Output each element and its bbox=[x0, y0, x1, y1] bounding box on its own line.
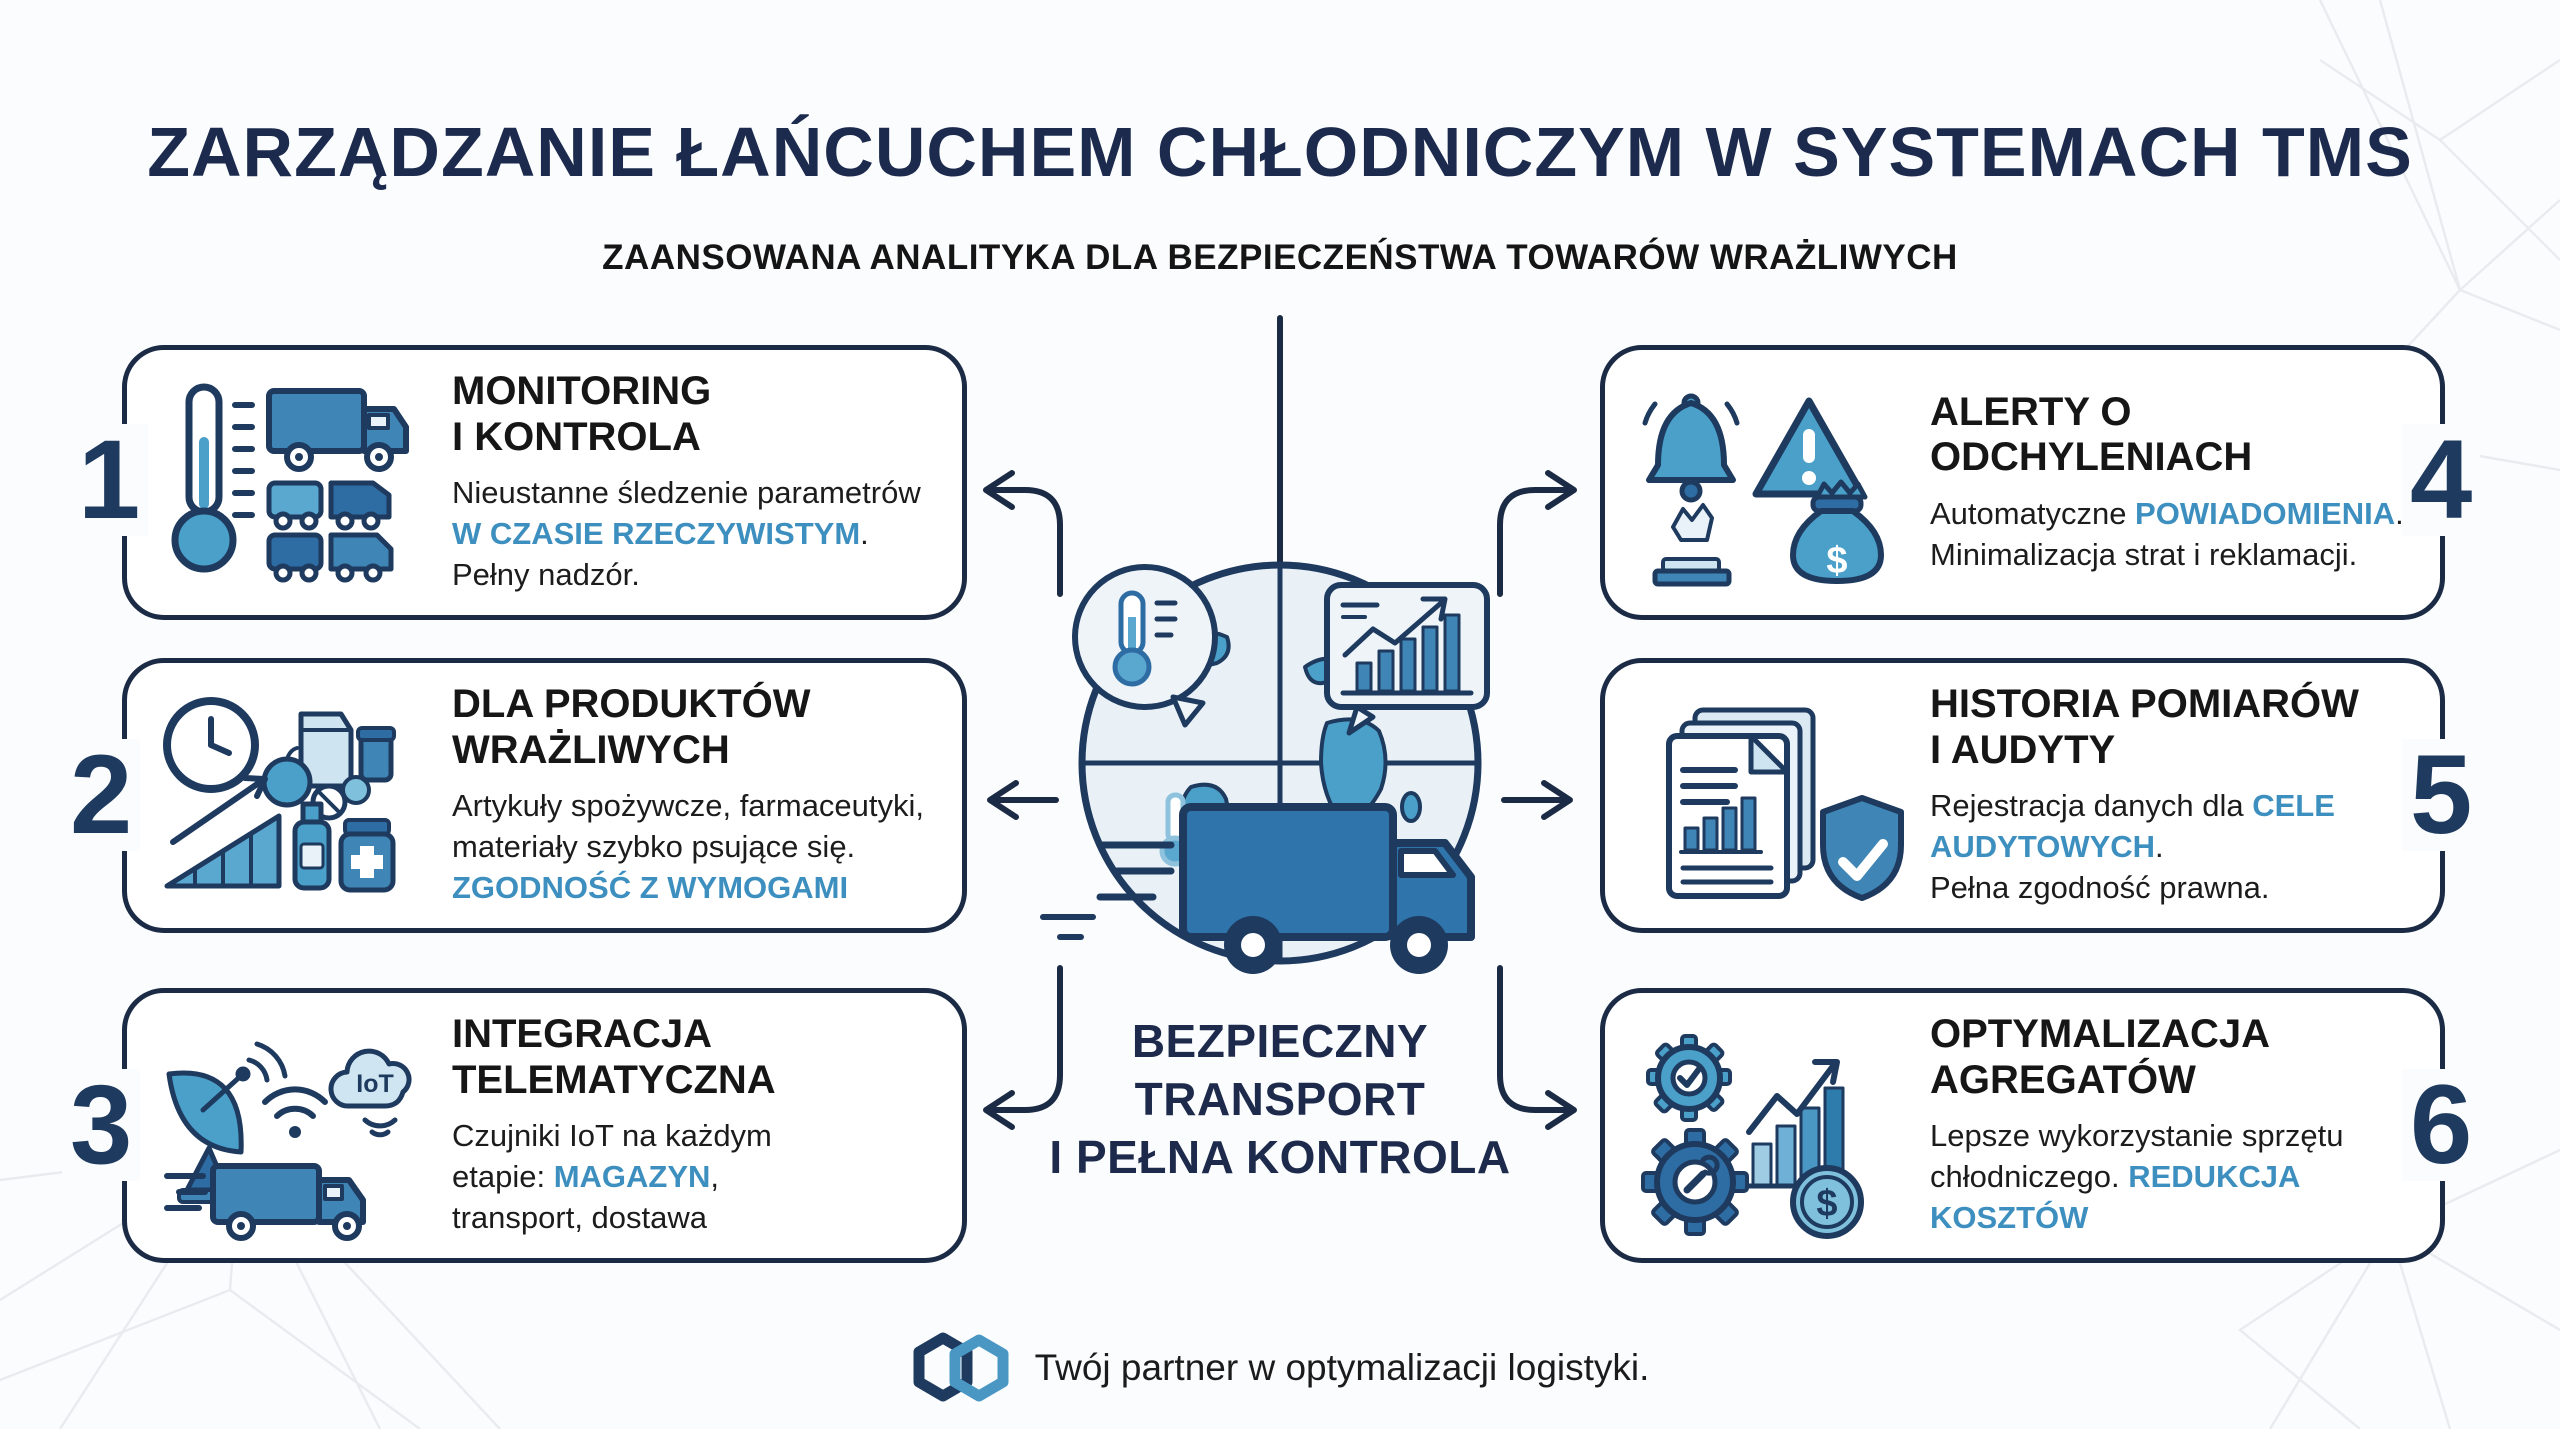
box2-body: Artykuły spożywcze, farmaceutyki,materia… bbox=[452, 788, 925, 906]
chain-link-logo-icon bbox=[913, 1332, 1009, 1402]
monitoring-icons bbox=[171, 383, 409, 583]
food-pharma-icon bbox=[261, 711, 396, 821]
arrow-to-box6 bbox=[1497, 965, 1575, 1113]
connected-truck-icon bbox=[164, 1163, 366, 1241]
bottles-icon bbox=[292, 801, 396, 893]
sensitive-products-icons bbox=[163, 697, 396, 893]
box-monitoring: MONITORING I KONTROLA Nieustanne śledzen… bbox=[122, 345, 967, 620]
page-subtitle: ZAANSOWANA ANALITYKA DLA BEZPIECZEŃSTWA … bbox=[602, 238, 1958, 277]
box6-heading: OPTYMALIZACJA AGREGATÓW bbox=[1930, 1012, 2270, 1102]
box3-heading: INTEGRACJA TELEMATYCZNA bbox=[452, 1012, 776, 1102]
box6-number: 6 bbox=[2402, 1069, 2481, 1181]
box2-number: 2 bbox=[62, 739, 141, 851]
damaged-goods-icon bbox=[1652, 503, 1732, 587]
box-telematics: IoT INTEGRACJA TELEMATYCZNA Czujni bbox=[122, 988, 967, 1263]
box3-number: 3 bbox=[62, 1069, 141, 1181]
arrow-to-box1 bbox=[985, 487, 1063, 597]
money-bag-icon: $ bbox=[1790, 479, 1884, 584]
box4-number: 4 bbox=[2402, 424, 2481, 536]
arrow-to-box4 bbox=[1497, 487, 1575, 597]
box-optimization: $ OPTYMALIZACJA AGREGATÓW Lepsze wykorzy… bbox=[1600, 988, 2445, 1263]
gear-check-icon bbox=[1646, 1034, 1732, 1122]
globe-truck-illustration bbox=[1040, 561, 1490, 974]
satellite-dish-icon bbox=[166, 1041, 288, 1204]
box5-heading: HISTORIA POMIARÓW I AUDYTY bbox=[1930, 682, 2359, 772]
optimization-icons: $ bbox=[1641, 1034, 1864, 1239]
history-audit-icons bbox=[1666, 707, 1904, 901]
warning-triangle-icon bbox=[1752, 397, 1866, 498]
box-history-audits: HISTORIA POMIARÓW I AUDYTY Rejestracja d… bbox=[1600, 658, 2445, 933]
box4-heading: ALERTY O ODCHYLENIACH bbox=[1930, 389, 2253, 480]
box-alerts: $ ALERTY O ODCHYLENIACH Automatyczne POW… bbox=[1600, 345, 2445, 620]
gear-wrench-icon bbox=[1641, 1128, 1749, 1236]
wifi-icon bbox=[262, 1086, 328, 1138]
thermometer-bubble-icon bbox=[1072, 564, 1218, 728]
growth-chart-icon bbox=[164, 775, 282, 889]
bell-icon bbox=[1642, 393, 1740, 503]
box2-heading: DLA PRODUKTÓW WRAŻLIWYCH bbox=[452, 682, 811, 772]
telematics-icons: IoT bbox=[164, 1041, 412, 1241]
footer: Twój partner w optymalizacji logistyki. bbox=[0, 1326, 2560, 1410]
documents-icon bbox=[1666, 707, 1816, 899]
clock-icon bbox=[163, 697, 259, 793]
box-sensitive-products: DLA PRODUKTÓW WRAŻLIWYCH Artykuły spożyw… bbox=[122, 658, 967, 933]
delivery-truck-icon bbox=[1040, 803, 1475, 974]
footer-tagline: Twój partner w optymalizacji logistyki. bbox=[1034, 1347, 1650, 1388]
box1-heading: MONITORING I KONTROLA bbox=[452, 369, 712, 459]
chart-bubble-icon bbox=[1324, 582, 1490, 736]
box1-number: 1 bbox=[70, 424, 149, 536]
center-label: BEZPIECZNY TRANSPORT I PEŁNA KONTROLA bbox=[1049, 1015, 1511, 1183]
coin-dollar: $ bbox=[1816, 1183, 1837, 1225]
arrow-to-box3 bbox=[985, 965, 1063, 1113]
alerts-icons: $ bbox=[1642, 393, 1884, 587]
truck-fleet-icon bbox=[266, 388, 409, 583]
iot-label: IoT bbox=[356, 1070, 394, 1098]
box5-number: 5 bbox=[2402, 739, 2481, 851]
money-bag-dollar: $ bbox=[1826, 540, 1847, 582]
thermometer-icon bbox=[171, 383, 255, 573]
box4-body: Automatyczne POWIADOMIENIA.Minimalizacja… bbox=[1930, 495, 2404, 572]
iot-cloud-icon: IoT bbox=[328, 1048, 412, 1138]
shield-check-icon bbox=[1820, 795, 1904, 901]
page-title: ZARZĄDZANIE ŁAŃCUCHEM CHŁODNICZYM W SYST… bbox=[147, 113, 2413, 191]
coin-icon: $ bbox=[1790, 1165, 1864, 1239]
